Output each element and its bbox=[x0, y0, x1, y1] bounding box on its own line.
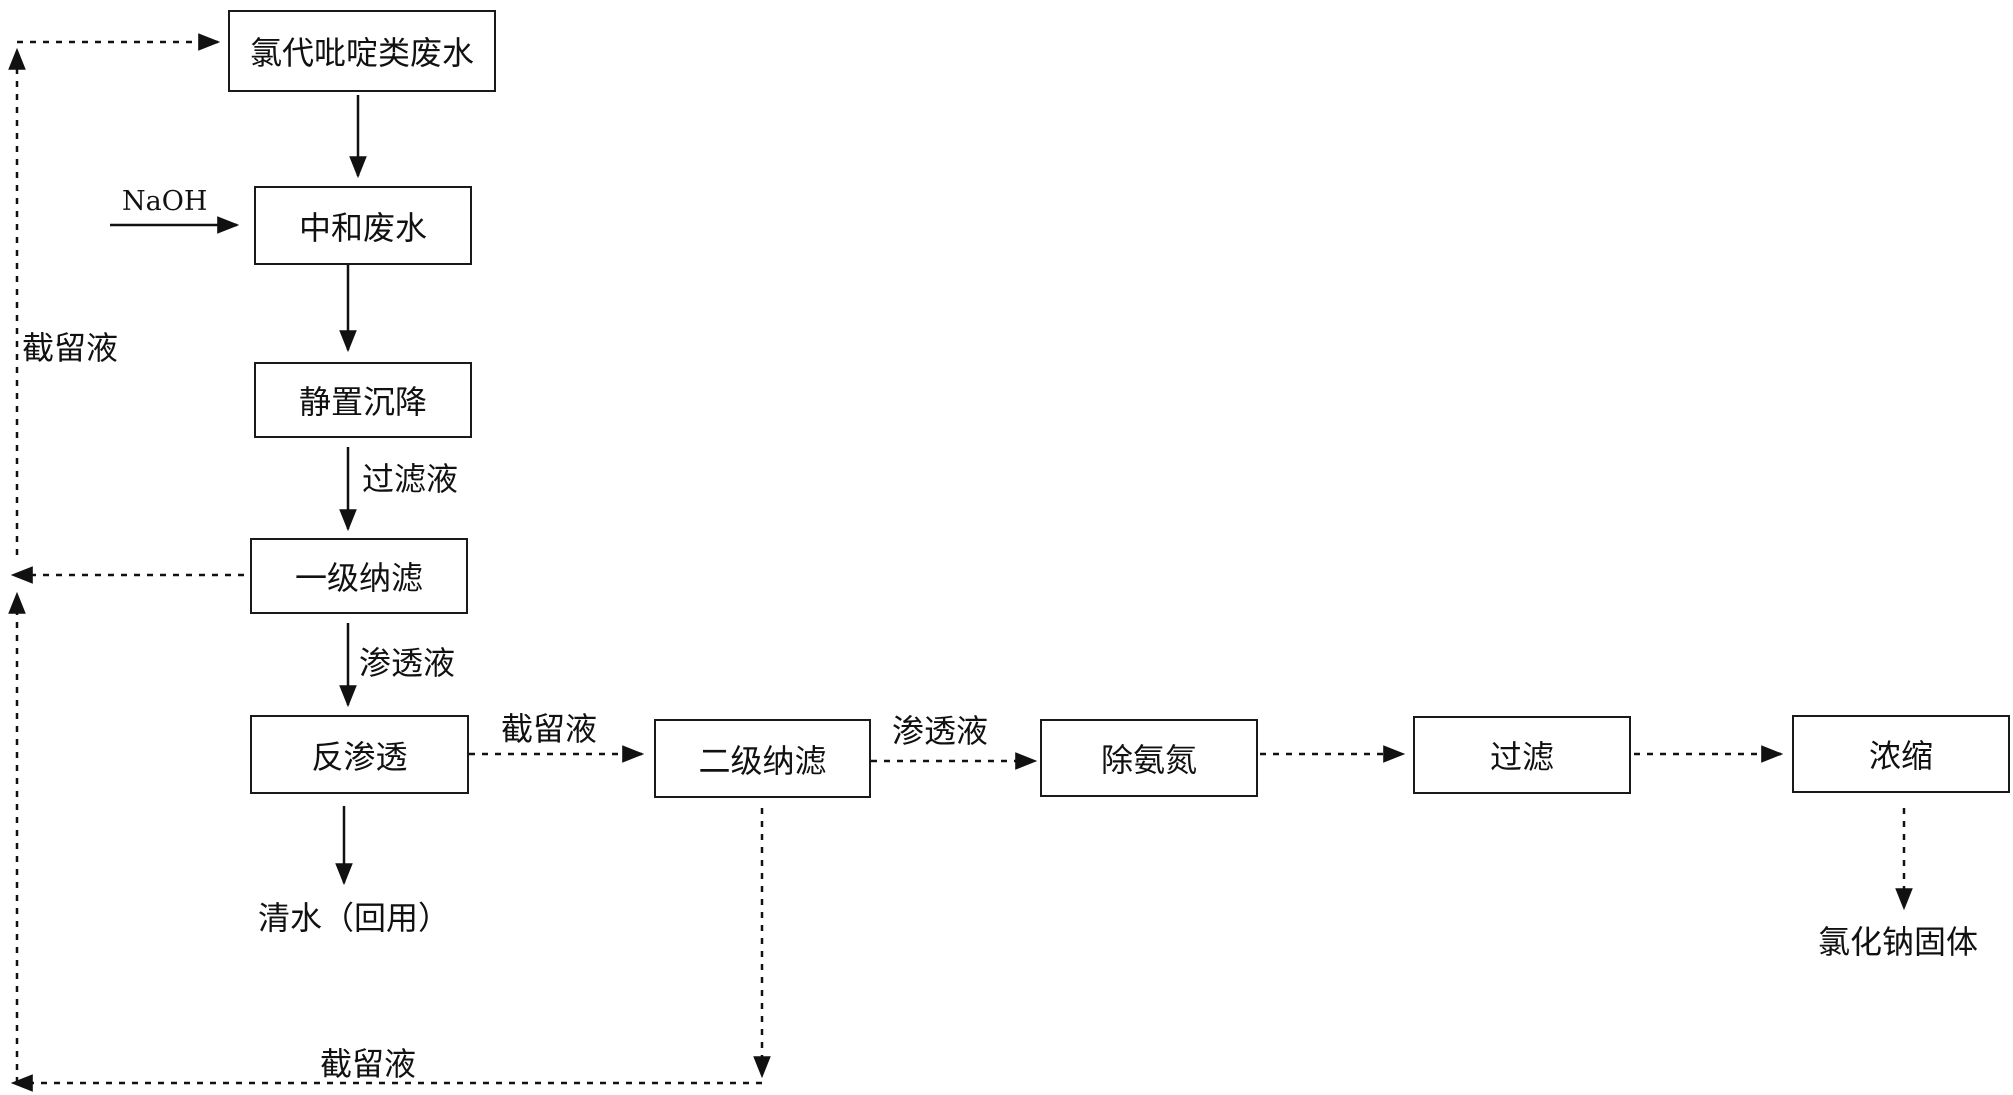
box-filter: 过滤 bbox=[1413, 716, 1631, 794]
box-neutralize: 中和废水 bbox=[254, 186, 472, 265]
label-clean-water: 清水（回用） bbox=[258, 899, 451, 937]
box-filter-label: 过滤 bbox=[1489, 738, 1554, 776]
box-settle-label: 静置沉降 bbox=[298, 383, 427, 421]
box-wastewater-label: 氯代吡啶类废水 bbox=[249, 34, 474, 72]
box-ro: 反渗透 bbox=[250, 715, 469, 794]
label-retentate-bottom: 截留液 bbox=[320, 1045, 417, 1083]
box-concentrate: 浓缩 bbox=[1792, 715, 2010, 793]
box-neutralize-label: 中和废水 bbox=[298, 208, 427, 247]
box-nf1: 一级纳滤 bbox=[250, 538, 468, 614]
box-settle: 静置沉降 bbox=[254, 362, 472, 438]
box-concentrate-label: 浓缩 bbox=[1868, 737, 1933, 775]
label-retentate-left: 截留液 bbox=[22, 329, 119, 367]
label-nacl-solid: 氯化钠固体 bbox=[1818, 923, 1979, 961]
box-nf1-label: 一级纳滤 bbox=[294, 559, 423, 597]
label-filtrate: 过滤液 bbox=[362, 460, 459, 498]
box-ro-label: 反渗透 bbox=[311, 737, 408, 776]
box-nf2-label: 二级纳滤 bbox=[698, 741, 827, 780]
label-permeate-nf2: 渗透液 bbox=[892, 712, 989, 750]
label-retentate-ro: 截留液 bbox=[501, 710, 598, 748]
box-nf2: 二级纳滤 bbox=[654, 719, 871, 798]
label-naoh: NaOH bbox=[122, 186, 208, 217]
box-wastewater: 氯代吡啶类废水 bbox=[228, 10, 496, 92]
box-deammonia: 除氨氮 bbox=[1040, 719, 1258, 797]
label-permeate-nf1: 渗透液 bbox=[359, 644, 456, 682]
box-deammonia-label: 除氨氮 bbox=[1100, 741, 1197, 779]
